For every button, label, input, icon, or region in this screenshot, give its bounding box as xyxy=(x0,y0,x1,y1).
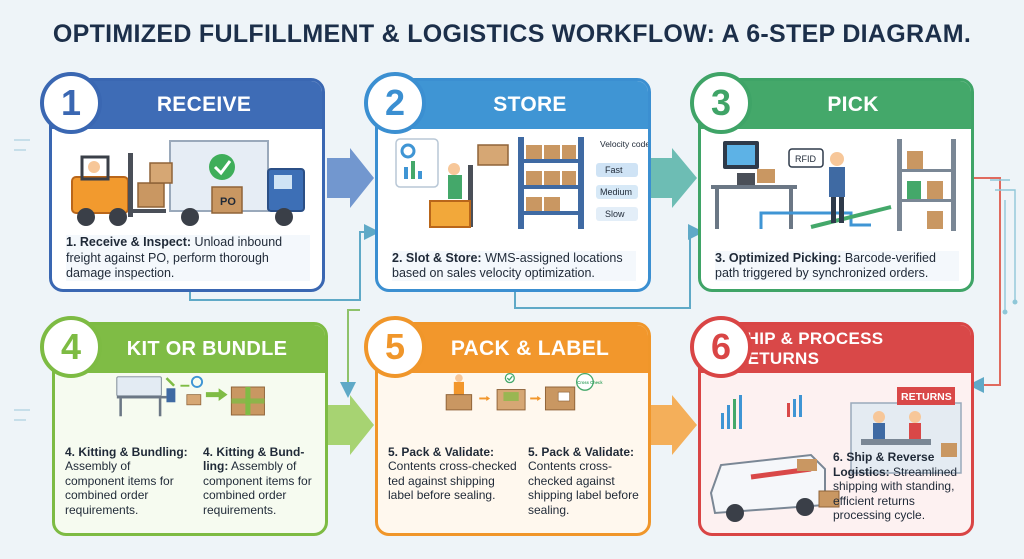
step-number-badge: 5 xyxy=(364,316,426,378)
step-card-store: STORE Velocity codes Fast Medium Slow 2.… xyxy=(375,78,651,292)
arrow-5-to-6 xyxy=(651,395,697,455)
step-desc-text: Streamlined shipping with standing, effi… xyxy=(833,464,958,523)
storage-scene-illustration: Velocity codes Fast Medium Slow xyxy=(395,137,648,229)
picking-scene-illustration: RFID xyxy=(711,139,956,231)
step-desc-bold: 3. Optimized Picking: xyxy=(715,250,842,265)
step-card-receive: RECEIVE PO 1. Receive & Inspect: Unload … xyxy=(49,78,325,292)
arrow-4-to-5 xyxy=(328,395,374,455)
step-desc-bold: 1. Receive & Inspect: xyxy=(66,235,192,250)
connector-line-1 xyxy=(189,224,380,301)
step-description: 3. Optimized Picking: Barcode-verified p… xyxy=(715,250,959,281)
kitting-scene-illustration xyxy=(116,375,265,417)
checkmark-icon xyxy=(209,154,235,180)
returns-sign xyxy=(897,387,955,405)
step-desc-text: WMS-assigned locations based on sales ve… xyxy=(392,250,623,280)
arrow-2-to-3 xyxy=(651,148,697,208)
step-desc-bold: 2. Slot & Store: xyxy=(392,250,482,265)
checkmark-icon xyxy=(504,373,515,384)
step-number-badge: 1 xyxy=(40,72,102,134)
step-number-badge: 3 xyxy=(690,72,752,134)
step-desc-bold: 6. Ship & Reverse Logistics: xyxy=(833,449,935,479)
step-description: 1. Receive & Inspect: Unload inbound fre… xyxy=(66,235,310,281)
tool-icon xyxy=(165,377,175,387)
cross-check-stamp xyxy=(576,373,594,391)
step-description: 2. Slot & Store: WMS-assigned locations … xyxy=(392,250,636,281)
step-number-badge: 6 xyxy=(690,316,752,378)
connector-line-4 xyxy=(340,309,360,398)
kitting-description-right: 4. Kitting & Bund-ling: Assembly of comp… xyxy=(203,445,312,517)
po-box-label: PO xyxy=(220,196,236,208)
step-desc-text: Unload inbound freight against PO, perfo… xyxy=(66,235,283,280)
velocity-fast: Fast xyxy=(605,165,623,175)
kitting-description-left: 4. Kitting & Bundling: Assembly of compo… xyxy=(65,445,188,517)
page-title: OPTIMIZED FULFILLMENT & LOGISTICS WORKFL… xyxy=(52,20,972,48)
packing-scene-illustration: Cross Check xyxy=(445,373,603,411)
svg-text:RETURNS: RETURNS xyxy=(901,391,952,403)
shipping-scene-illustration: RETURNS xyxy=(709,387,962,522)
connector-line-2 xyxy=(514,224,704,309)
pack-description-right: 5. Pack & Validate: Contents cross-check… xyxy=(528,445,639,517)
step-number-badge: 2 xyxy=(364,72,426,134)
receiving-scene-illustration: PO xyxy=(71,140,305,226)
step-desc-text: Barcode-verified path triggered by synch… xyxy=(715,250,936,280)
svg-text:Cross Check: Cross Check xyxy=(577,380,603,385)
arrow-1-to-2 xyxy=(327,148,374,208)
step-description: 6. Ship & Reverse Logistics: Streamlined… xyxy=(833,450,963,523)
pack-description-left: 5. Pack & Validate: Contents cross-check… xyxy=(388,445,517,503)
velocity-medium: Medium xyxy=(600,187,632,197)
velocity-slow: Slow xyxy=(605,209,625,219)
gear-icon xyxy=(190,375,204,388)
svg-text:RFID: RFID xyxy=(795,154,816,164)
velocity-legend-title: Velocity codes xyxy=(600,139,648,149)
step-number-badge: 4 xyxy=(40,316,102,378)
connector-line-3 xyxy=(968,177,1001,393)
rfid-tag xyxy=(788,148,824,168)
